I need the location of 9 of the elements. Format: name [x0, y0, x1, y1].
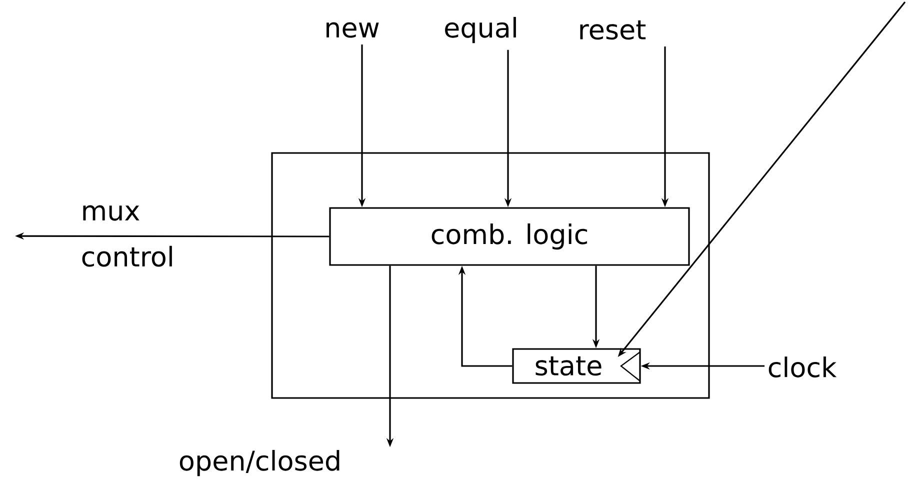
signal-label: equal	[445, 16, 516, 44]
signal-label: open/closed	[180, 450, 340, 476]
outer-box	[271, 152, 710, 399]
state-box: state	[512, 348, 641, 384]
signal-label: clock	[768, 356, 837, 378]
signal-label: reset	[580, 20, 646, 40]
signal-label: new	[326, 22, 379, 38]
signal-label: mux control	[82, 205, 172, 267]
logic-box: comb. logic	[329, 207, 690, 266]
